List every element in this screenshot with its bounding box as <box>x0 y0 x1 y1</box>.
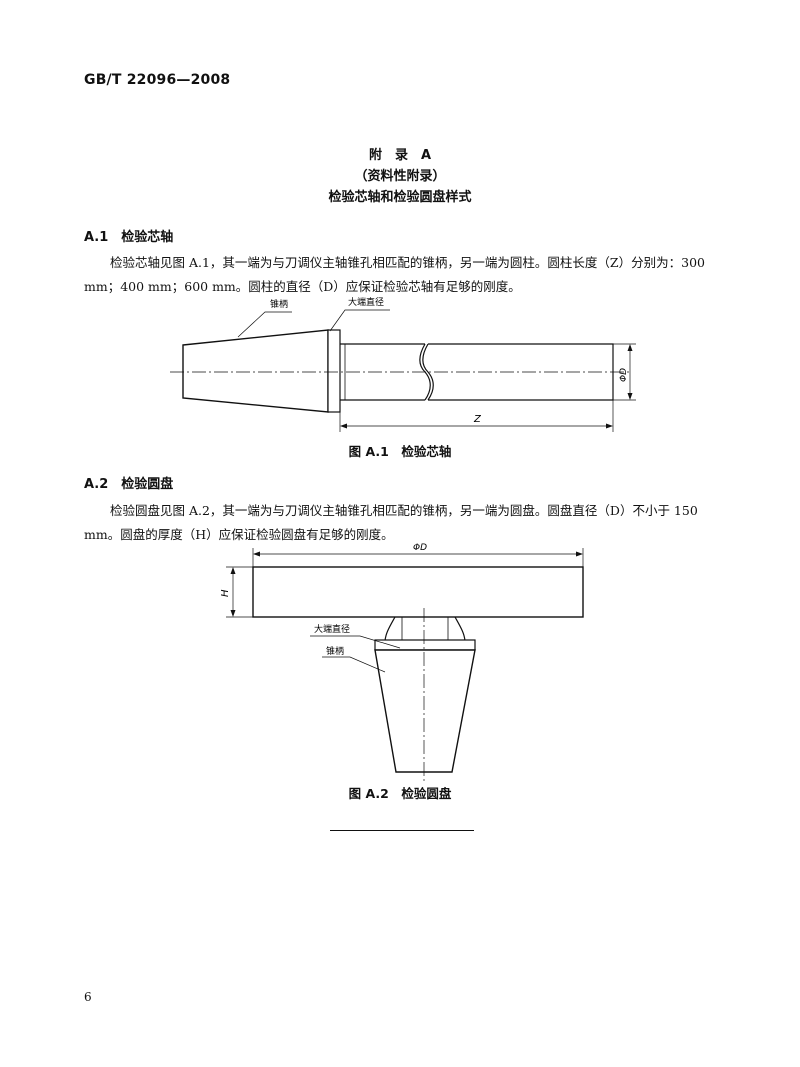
label-length-z: Z <box>473 414 482 425</box>
section-a2-text: 检验圆盘见图 A.2，其一端为与刀调仪主轴锥孔相匹配的锥柄，另一端为圆盘。圆盘直… <box>84 503 698 542</box>
label-taper-shank-a1: 锥柄 <box>270 298 288 310</box>
figure-a1-caption: 图 A.1 检验芯轴 <box>348 444 452 459</box>
appendix-subtitle: 检验芯轴和检验圆盘样式 <box>328 190 472 205</box>
end-rule <box>330 830 474 831</box>
label-taper-shank-a2: 锥柄 <box>326 645 344 657</box>
appendix-title: 附 录 A <box>368 148 432 163</box>
label-large-end-diameter-a2: 大端直径 <box>314 623 350 635</box>
page-number: 6 <box>84 990 92 1004</box>
label-thickness-h: H <box>220 589 231 597</box>
mandrel-cylinder-left <box>340 343 425 401</box>
section-a2-paragraph: 检验圆盘见图 A.2，其一端为与刀调仪主轴锥孔相匹配的锥柄，另一端为圆盘。圆盘直… <box>84 499 736 547</box>
section-a2-heading: A.2 检验圆盘 <box>84 477 174 492</box>
figure-a2-caption: 图 A.2 检验圆盘 <box>348 786 452 801</box>
label-diameter-a1: ΦD <box>619 368 629 382</box>
label-large-end-diameter-a1: 大端直径 <box>348 296 384 308</box>
section-a1-heading: A.1 检验芯轴 <box>84 230 174 245</box>
mandrel-collar <box>327 329 341 413</box>
section-a1-paragraph: 检验芯轴见图 A.1，其一端为与刀调仪主轴锥孔相匹配的锥柄，另一端为圆柱。圆柱长… <box>84 251 736 299</box>
disc-body <box>252 566 584 618</box>
standard-code: GB/T 22096—2008 <box>84 72 231 88</box>
label-diameter-a2: ΦD <box>413 543 427 553</box>
section-a1-text: 检验芯轴见图 A.1，其一端为与刀调仪主轴锥孔相匹配的锥柄，另一端为圆柱。圆柱长… <box>84 255 705 294</box>
appendix-note: （资料性附录） <box>354 169 446 184</box>
disc-taper-shank <box>374 649 476 773</box>
